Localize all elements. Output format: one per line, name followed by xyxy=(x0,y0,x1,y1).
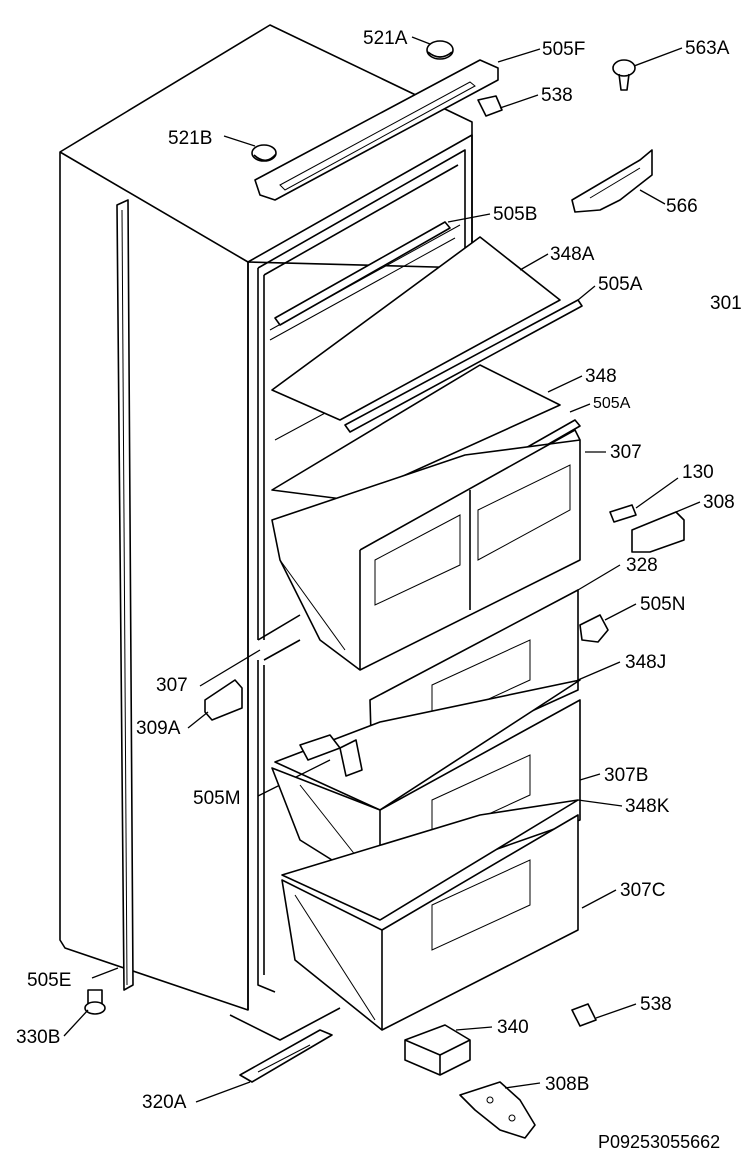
block-340 xyxy=(404,1024,493,1076)
label-505e: 505E xyxy=(27,970,71,991)
label-538-bottom: 538 xyxy=(640,994,672,1015)
drawing-number: P09253055662 xyxy=(598,1132,720,1152)
label-348k: 348K xyxy=(625,796,670,817)
label-320a: 320A xyxy=(142,1092,187,1113)
glass-shelf-348 xyxy=(271,364,583,501)
cap-521b xyxy=(223,135,277,162)
label-328: 328 xyxy=(626,555,658,576)
shelf-trim-505b xyxy=(274,213,491,326)
foot-330b xyxy=(63,989,106,1037)
cover-320a xyxy=(195,1029,333,1103)
label-505b: 505B xyxy=(493,204,537,225)
clip-538-top xyxy=(477,94,539,117)
label-308: 308 xyxy=(703,492,735,513)
label-505n: 505N xyxy=(640,594,685,615)
cap-521a xyxy=(411,36,454,60)
label-566: 566 xyxy=(666,196,698,217)
label-348a: 348A xyxy=(550,244,595,265)
label-505a-2: 505A xyxy=(593,395,631,412)
label-505a-1: 505A xyxy=(598,274,643,295)
label-130: 130 xyxy=(682,462,714,483)
shelf-348j xyxy=(274,661,621,811)
label-301: 301 xyxy=(710,293,742,314)
label-348: 348 xyxy=(585,366,617,387)
label-563a: 563A xyxy=(685,38,730,59)
label-505f: 505F xyxy=(542,39,585,60)
label-330b: 330B xyxy=(16,1027,60,1048)
screw-563a xyxy=(612,47,683,91)
shelf-trim-505a-1 xyxy=(344,285,596,433)
hinge-308b xyxy=(459,1081,541,1139)
label-309a: 309A xyxy=(136,718,181,739)
glass-shelf-348a xyxy=(271,236,561,421)
shelf-348k xyxy=(281,799,623,921)
label-340: 340 xyxy=(497,1017,529,1038)
label-308b: 308B xyxy=(545,1074,589,1095)
bracket-309a xyxy=(187,649,261,729)
label-307: 307 xyxy=(610,442,642,463)
clip-538-bottom xyxy=(571,1003,637,1027)
label-348j: 348J xyxy=(625,652,666,673)
bracket-566 xyxy=(571,149,666,213)
top-hinge-bracket xyxy=(254,48,541,201)
label-307-left: 307 xyxy=(156,675,188,696)
label-521b: 521B xyxy=(168,128,212,149)
label-307c: 307C xyxy=(620,880,665,901)
label-521a: 521A xyxy=(363,28,408,49)
drawer-307c xyxy=(281,814,617,1031)
label-538-top: 538 xyxy=(541,85,573,106)
clip-505n xyxy=(579,603,637,643)
hinge-308 xyxy=(631,501,701,553)
part-130 xyxy=(609,477,679,523)
door-gasket xyxy=(91,199,134,991)
label-505m: 505M xyxy=(193,788,241,809)
label-307b: 307B xyxy=(604,765,648,786)
drawer-307 xyxy=(271,429,606,671)
